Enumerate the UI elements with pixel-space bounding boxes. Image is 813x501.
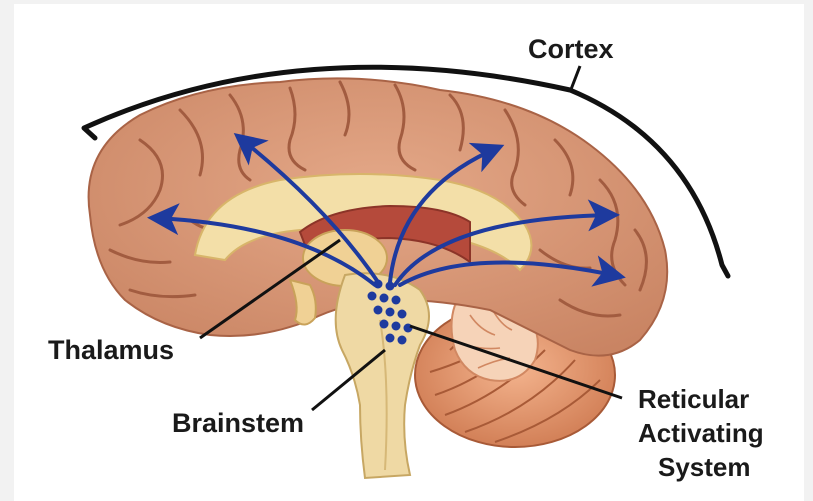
- ras-label-line1: Reticular: [638, 382, 764, 416]
- thalamus-label: Thalamus: [48, 337, 174, 364]
- cortex-label: Cortex: [528, 36, 614, 63]
- ras-label-line3: System: [638, 450, 764, 484]
- ras-label: Reticular Activating System: [638, 382, 764, 484]
- cortex-label-line: [570, 66, 580, 92]
- brainstem-label: Brainstem: [172, 410, 304, 437]
- ras-label-line2: Activating: [638, 416, 764, 450]
